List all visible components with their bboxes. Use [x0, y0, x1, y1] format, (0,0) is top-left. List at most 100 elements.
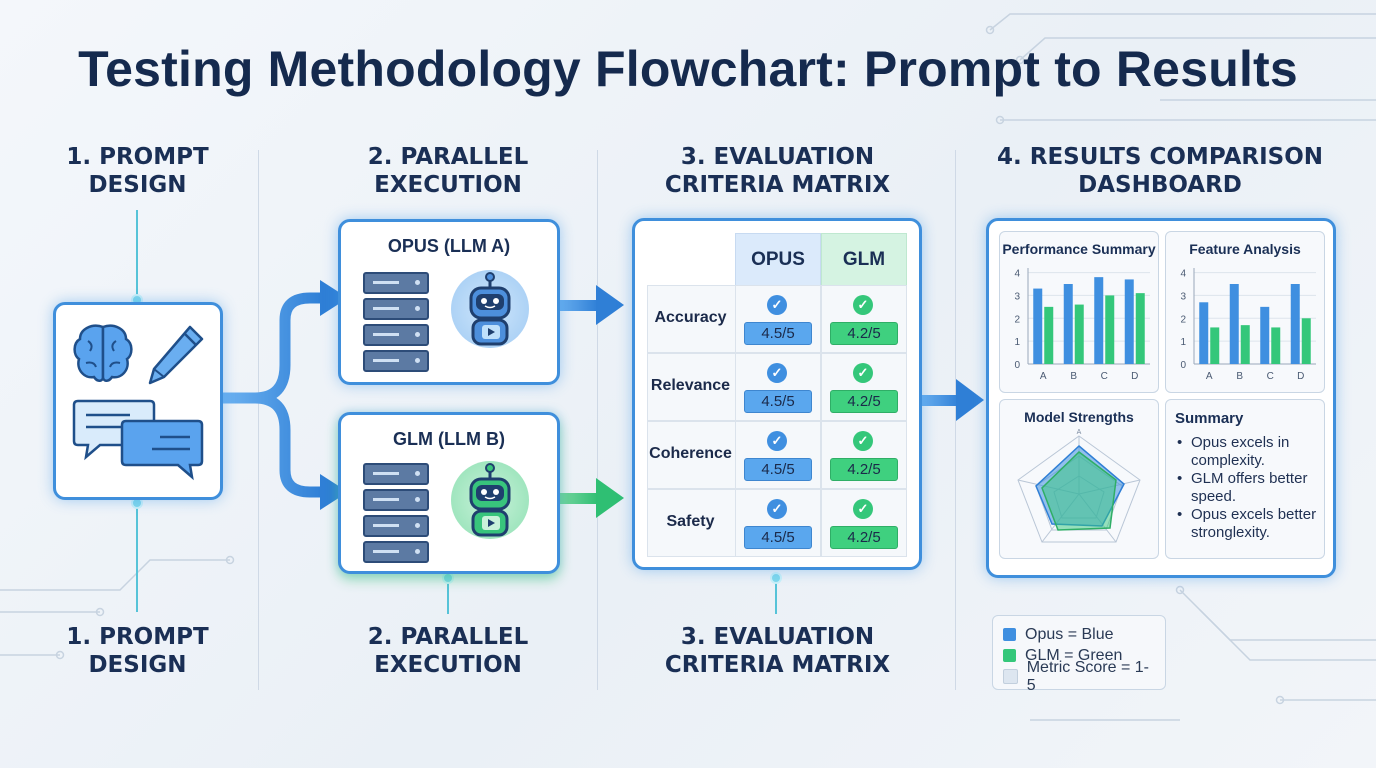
- y-tick-label: 0: [1180, 360, 1186, 371]
- bar: [1301, 318, 1311, 364]
- y-tick-label: 4: [1014, 269, 1020, 280]
- performance-summary-title: Performance Summary: [1002, 241, 1156, 257]
- llm-b-title: GLM (LLM B): [393, 429, 505, 449]
- radar-chart: A: [1017, 429, 1141, 543]
- step-3-heading-line2: CRITERIA MATRIX: [664, 172, 891, 198]
- summary-card: Summary Opus excels in complexity. GLM o…: [1165, 399, 1325, 559]
- step-1-heading-line2: DESIGN: [88, 172, 187, 198]
- step-4-heading: 4. RESULTS COMPARISON DASHBOARD: [985, 143, 1335, 199]
- bar: [1105, 295, 1115, 364]
- server-icon: [363, 463, 429, 567]
- check-icon: ✓: [767, 363, 787, 383]
- y-tick-label: 2: [1180, 314, 1186, 325]
- bar: [1033, 288, 1043, 364]
- server-icon: [363, 272, 429, 376]
- summary-item: Opus excels in complexity.: [1175, 434, 1320, 470]
- summary-title: Summary: [1175, 410, 1244, 427]
- step-1-footer-line2: DESIGN: [88, 652, 187, 678]
- y-tick-label: 3: [1180, 291, 1186, 302]
- opus-score: 4.5/5: [744, 390, 812, 413]
- summary-list: Opus excels in complexity. GLM offers be…: [1175, 434, 1320, 542]
- legend-metric-label: Metric Score = 1-5: [1026, 658, 1149, 694]
- x-tick-label: B: [1070, 371, 1077, 382]
- matrix-header-glm: [821, 233, 907, 287]
- llm-a-title: OPUS (LLM A): [387, 236, 511, 256]
- matrix-row: Relevance ✓ ✓ 4.5/5 4.2/5: [647, 353, 907, 421]
- opus-score: 4.5/5: [744, 322, 812, 345]
- step-2-footer-line1: 2. PARALLEL: [367, 624, 529, 650]
- step-3-footer-line2: CRITERIA MATRIX: [664, 652, 891, 678]
- y-tick-label: 1: [1180, 337, 1186, 348]
- matrix-row: Safety ✓ ✓ 4.5/5 4.2/5: [647, 489, 907, 557]
- bar: [1229, 284, 1239, 364]
- chat-bubbles-icon: [72, 399, 204, 481]
- column-divider-1: [258, 150, 259, 690]
- legend-item-opus: Opus = Blue: [1003, 624, 1155, 645]
- y-tick-label: 4: [1180, 269, 1186, 280]
- opus-swatch: [1003, 628, 1016, 641]
- x-tick-label: C: [1267, 371, 1274, 382]
- bar: [1240, 325, 1250, 364]
- prompt-design-panel: [53, 302, 223, 500]
- bar: [1260, 306, 1270, 364]
- step-2-heading-line2: EXECUTION: [374, 172, 522, 198]
- y-tick-label: 1: [1014, 337, 1020, 348]
- brain-icon: [73, 324, 133, 382]
- check-icon: ✓: [767, 499, 787, 519]
- x-tick-label: B: [1236, 371, 1243, 382]
- glm-swatch: [1003, 649, 1016, 662]
- step-2-footer-heading: 2. PARALLEL EXECUTION: [318, 623, 578, 679]
- matrix-col-glm-label: GLM: [842, 249, 886, 270]
- glm-score: 4.2/5: [830, 322, 898, 345]
- llm-a-panel: OPUS (LLM A): [338, 219, 560, 385]
- metric-swatch: [1003, 669, 1018, 684]
- step-2-heading: 2. PARALLEL EXECUTION: [318, 143, 578, 199]
- check-icon: ✓: [767, 295, 787, 315]
- step-3-heading: 3. EVALUATION CRITERIA MATRIX: [640, 143, 915, 199]
- bar: [1074, 304, 1084, 364]
- matrix-row: Accuracy ✓ ✓ 4.5/5 4.2/5: [647, 285, 907, 353]
- check-icon: ✓: [853, 431, 873, 451]
- legend-item-metric: Metric Score = 1-5: [1003, 659, 1155, 694]
- legend-opus-label: Opus = Blue: [1025, 625, 1114, 643]
- glm-score: 4.2/5: [830, 526, 898, 549]
- check-icon: ✓: [853, 363, 873, 383]
- radar-axis-label: A: [1077, 429, 1082, 436]
- check-icon: ✓: [853, 499, 873, 519]
- criterion-label: Safety: [666, 513, 715, 530]
- matrix-header-opus: [735, 233, 821, 287]
- bar: [1044, 306, 1054, 364]
- criterion-label: Accuracy: [654, 309, 727, 326]
- legend: Opus = Blue GLM = Green Metric Score = 1…: [992, 615, 1166, 694]
- y-tick-label: 0: [1014, 360, 1020, 371]
- matrix-col-opus-label: OPUS: [751, 249, 805, 270]
- legend-glm-label: GLM = Green: [1025, 646, 1123, 664]
- x-tick-label: D: [1131, 371, 1138, 382]
- column-divider-2: [597, 150, 598, 690]
- step-1-footer-heading: 1. PROMPT DESIGN: [30, 623, 245, 679]
- robot-icon: [451, 461, 529, 539]
- glm-score: 4.2/5: [830, 390, 898, 413]
- x-tick-label: C: [1101, 371, 1108, 382]
- opus-score: 4.5/5: [744, 458, 812, 481]
- evaluation-matrix-panel: OPUS GLM Accuracy ✓ ✓ 4.5/5 4.2/5 Releva…: [632, 218, 922, 570]
- summary-item: Opus excels better stronglexity.: [1175, 506, 1320, 542]
- step-3-footer-heading: 3. EVALUATION CRITERIA MATRIX: [640, 623, 915, 679]
- legend-item-glm: GLM = Green: [1003, 645, 1155, 666]
- summary-item: GLM offers better speed.: [1175, 470, 1320, 506]
- bar: [1094, 277, 1104, 364]
- step-2-heading-line1: 2. PARALLEL: [367, 144, 529, 170]
- step-1-footer-line1: 1. PROMPT: [66, 624, 209, 650]
- bar: [1124, 279, 1134, 364]
- pencil-icon: [148, 325, 204, 385]
- x-tick-label: A: [1040, 371, 1047, 382]
- step-3-footer-line1: 3. EVALUATION: [680, 624, 875, 650]
- feature-analysis-title: Feature Analysis: [1189, 241, 1301, 257]
- criterion-label: Relevance: [650, 377, 731, 394]
- y-tick-label: 2: [1014, 314, 1020, 325]
